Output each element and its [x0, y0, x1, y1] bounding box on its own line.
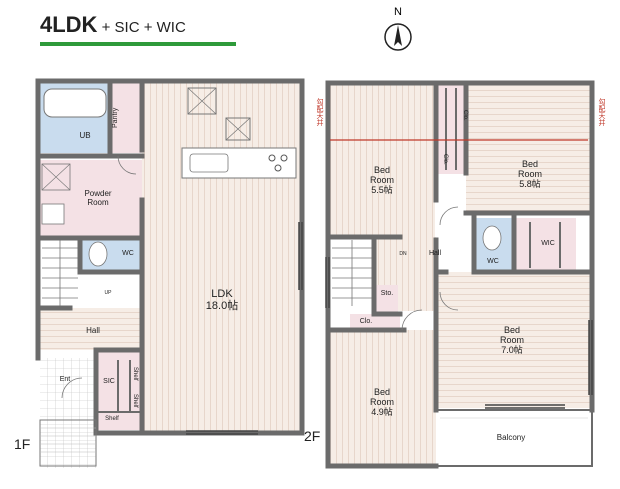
room-label-bed-5-8: Bed Room 5.8帖: [517, 159, 542, 189]
ceiling-note-left: 勾配天井: [316, 98, 323, 126]
room-label-bed-7-0: Bed Room 7.0帖: [499, 325, 524, 355]
room-label-hall-1f: Hall: [86, 326, 100, 335]
stair-label-up: UP: [104, 290, 112, 296]
floor-label-2f: 2F: [304, 428, 321, 444]
ceiling-note-right: 勾配天井: [598, 98, 605, 126]
closet-label-b: Clo.: [442, 153, 448, 165]
shelf-label-1: Shelf: [132, 367, 138, 381]
room-label-pantry: Pantry: [112, 107, 119, 128]
balcony-label: Balcony: [496, 433, 526, 442]
stair-label-dn: DN: [399, 251, 407, 257]
room-label-wic: WIC: [541, 240, 555, 247]
plan-title: 4LDK + SIC + WIC: [40, 12, 186, 38]
room-label-hall-2f: Hall: [428, 250, 442, 257]
shelf-label-2: Shelf: [132, 394, 138, 408]
room-label-ent: Ent: [59, 376, 71, 383]
room-label-ldk: LDK 18.0帖: [205, 288, 239, 313]
room-label-ub: UB: [79, 131, 91, 140]
closet-label-c: Clo.: [359, 318, 373, 325]
closet-label-a: Clo.: [462, 109, 468, 121]
north-compass-icon: N: [380, 6, 416, 54]
floor-label-1f: 1F: [14, 436, 31, 452]
room-label-sic: SIC: [103, 378, 115, 385]
compass-letter: N: [394, 6, 402, 18]
room-label-wc-2f: WC: [487, 258, 499, 265]
floor1-plan: [35, 78, 305, 468]
title-suffix: + SIC + WIC: [97, 19, 186, 36]
floor2-plan: [325, 80, 595, 469]
title-main: 4LDK: [40, 12, 98, 37]
room-label-wc-1f: WC: [122, 250, 134, 257]
shelf-label-3: Shelf: [105, 416, 119, 422]
room-label-powder: Powder Room: [84, 189, 112, 207]
room-label-bed-4-9: Bed Room 4.9帖: [369, 387, 394, 417]
storage-label: Sto.: [380, 290, 394, 297]
room-label-bed-5-5: Bed Room 5.5帖: [369, 165, 394, 195]
title-underline: [40, 42, 236, 46]
